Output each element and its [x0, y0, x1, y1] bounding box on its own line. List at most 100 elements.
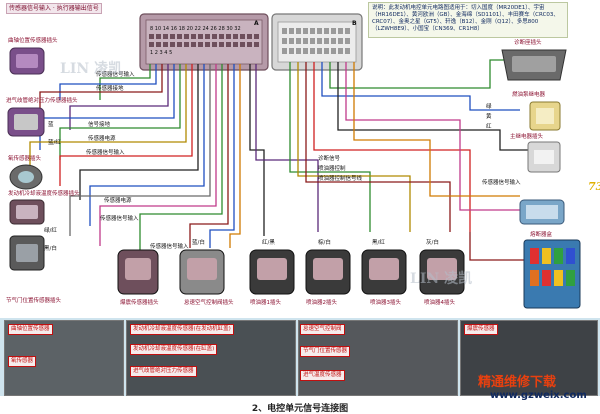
sensor-connector-1 — [9, 47, 45, 75]
injector-2-connector — [305, 249, 351, 295]
ecu-pin — [282, 38, 287, 44]
ecu-pin — [247, 42, 252, 47]
main-relay-connector — [527, 141, 561, 173]
ecu-pin — [163, 42, 168, 47]
fuse — [566, 248, 575, 264]
fuse — [554, 270, 563, 286]
ecu-pin-numbers: 8 10 14 16 18 20 22 24 26 28 30 32 — [150, 26, 241, 32]
ecu-pin — [310, 28, 315, 34]
ecu-pin — [219, 42, 224, 47]
ecu-pin — [345, 38, 350, 44]
ecm-connector-small — [519, 199, 565, 225]
page-number: 73 — [588, 180, 600, 193]
sensor-connector-2 — [7, 107, 45, 137]
ecu-pin — [177, 42, 182, 47]
ecu-pin — [324, 38, 329, 44]
ecu-pin — [324, 48, 329, 54]
ecu-pin — [289, 38, 294, 44]
figure-caption: 2、电控单元信号连接图 — [251, 404, 349, 414]
part-label-inj1: 喷油器1插头 — [250, 300, 281, 306]
ecu-pin — [170, 34, 175, 39]
ecu-pin — [338, 48, 343, 54]
fuse — [542, 248, 551, 264]
sensor-connector-4 — [9, 199, 45, 225]
ecu-pin — [233, 34, 238, 39]
ecu-pin — [198, 42, 203, 47]
photo-tag-coolant-a: 发动机冷却液温度传感器(在发动机缸盖) — [130, 324, 234, 335]
part-label-fuse: 熔断器盒 — [530, 232, 553, 238]
ecu-pin — [191, 34, 196, 39]
watermark-1: LIN 凌凯 — [60, 61, 123, 77]
ecu-pin — [310, 38, 315, 44]
site-brand: 精通维修下载 — [478, 375, 557, 390]
color-code-1: 绿/红 — [44, 228, 57, 234]
wire-label-2: 传感器接地 — [96, 86, 124, 92]
ecu-tag-b: B — [352, 20, 357, 27]
color-code-9: 红 — [486, 124, 492, 130]
part-label-main-relay: 主继电器插头 — [510, 134, 544, 140]
part-label-coolant: 发动机冷却液温度传感器插头 — [8, 191, 80, 197]
ecu-pin — [296, 28, 301, 34]
injector-1-connector — [249, 249, 295, 295]
part-label-crank: 曲轴位置传感器插头 — [8, 38, 58, 44]
ecu-pin — [191, 42, 196, 47]
wire-label-3: 信号接地 — [88, 122, 111, 128]
photo-tag-tps: 节气门位置传感器 — [300, 346, 351, 357]
ecu-pin — [296, 38, 301, 44]
color-code-8: 黄 — [486, 114, 492, 120]
diag-connector — [501, 49, 567, 81]
sensor-connector-5 — [9, 235, 45, 271]
wire-label-5: 传感器信号输入 — [86, 150, 125, 156]
part-label-inj4: 喷油器4插头 — [424, 300, 455, 306]
part-label-inj2: 喷油器2插头 — [306, 300, 337, 306]
wire-label-8: 喷油器控制信号线 — [318, 176, 363, 182]
ecu-pin — [317, 28, 322, 34]
ecu-pin — [247, 34, 252, 39]
ecu-pin — [226, 34, 231, 39]
color-code-6: 蓝/红 — [48, 140, 61, 146]
injector-3-connector — [361, 249, 407, 295]
watermark-2: LIN 凌凯 — [410, 271, 473, 287]
wire-label-9: 传感器信号输入 — [150, 244, 189, 250]
ecu-pin — [289, 28, 294, 34]
photo-tag-coolant-b: 发动机冷却液温度传感器(在缸盖) — [130, 344, 218, 355]
wire-label-7: 喷油器控制 — [318, 166, 346, 172]
bottom-connectors — [117, 249, 465, 295]
wire-label-10: 传感器电源 — [104, 198, 132, 204]
part-label-diag: 诊断座插头 — [514, 40, 542, 46]
wire-harness — [29, 59, 561, 280]
fuse — [530, 248, 539, 264]
ecu-pin — [177, 34, 182, 39]
top-signal-label: 传感器信号输入 · 执行器输出信号 — [6, 3, 102, 14]
photo-tag-crank: 曲轴位置传感器 — [8, 324, 53, 335]
part-label-o2: 氧传感器插头 — [8, 156, 42, 162]
color-code-12: 灰/白 — [426, 240, 439, 246]
ecu-pin — [254, 34, 259, 39]
ecu-pin — [163, 34, 168, 39]
ecu-pin — [317, 38, 322, 44]
photo-tag-iat: 进气温度传感器 — [300, 370, 345, 381]
ecu-pin — [282, 48, 287, 54]
ecu-pin — [156, 42, 161, 47]
knock-connector — [117, 249, 159, 295]
ecu-pin — [331, 38, 336, 44]
ecu-pin — [149, 34, 154, 39]
wire-label-1: 传感器信号输入 — [96, 72, 135, 78]
ecu-pin — [156, 34, 161, 39]
ecu-pin — [149, 42, 154, 47]
ecu-pin — [240, 34, 245, 39]
site-url: www.gzweix.com — [490, 390, 587, 401]
part-label-idle: 怠速空气控制阀插头 — [184, 300, 234, 306]
fuse — [554, 248, 563, 264]
wire-label-12: 传感器信号输入 — [482, 180, 521, 186]
photo-tag-idle: 怠速空气控制阀 — [300, 324, 345, 335]
color-code-2: 黑/白 — [44, 246, 57, 252]
ecu-pin — [331, 28, 336, 34]
ecu-pin — [226, 42, 231, 47]
ecu-pin — [345, 28, 350, 34]
ecu-pin — [198, 34, 203, 39]
fuse — [542, 270, 551, 286]
part-label-map: 进气歧管绝对压力传感器插头 — [6, 98, 78, 104]
